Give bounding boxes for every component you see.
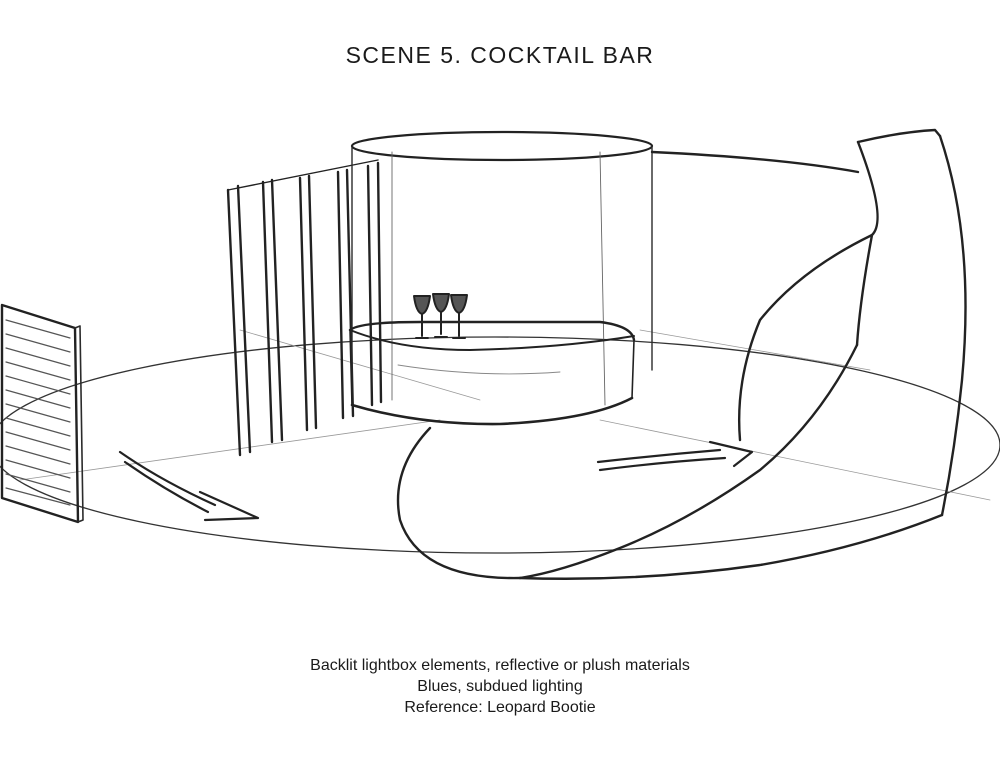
floor-guides xyxy=(20,330,990,500)
cocktail-glasses xyxy=(414,294,467,338)
cylinder-wall xyxy=(352,132,652,405)
lightbox-panel xyxy=(2,305,83,522)
note-materials: Backlit lightbox elements, reflective or… xyxy=(310,657,690,674)
scene-title: SCENE 5. COCKTAIL BAR xyxy=(345,42,655,68)
slat-screen xyxy=(228,160,381,455)
flow-arrow-left xyxy=(120,452,258,520)
lightbox-lines xyxy=(6,320,70,505)
note-lighting: Blues, subdued lighting xyxy=(417,678,583,695)
flow-arrow-right xyxy=(598,442,752,470)
curved-ribbon-wall xyxy=(398,130,966,579)
floor-ellipse xyxy=(0,337,1000,553)
bar-counter xyxy=(350,322,634,424)
note-reference: Reference: Leopard Bootie xyxy=(404,699,596,716)
scene-notes: Backlit lightbox elements, reflective or… xyxy=(0,655,1000,718)
